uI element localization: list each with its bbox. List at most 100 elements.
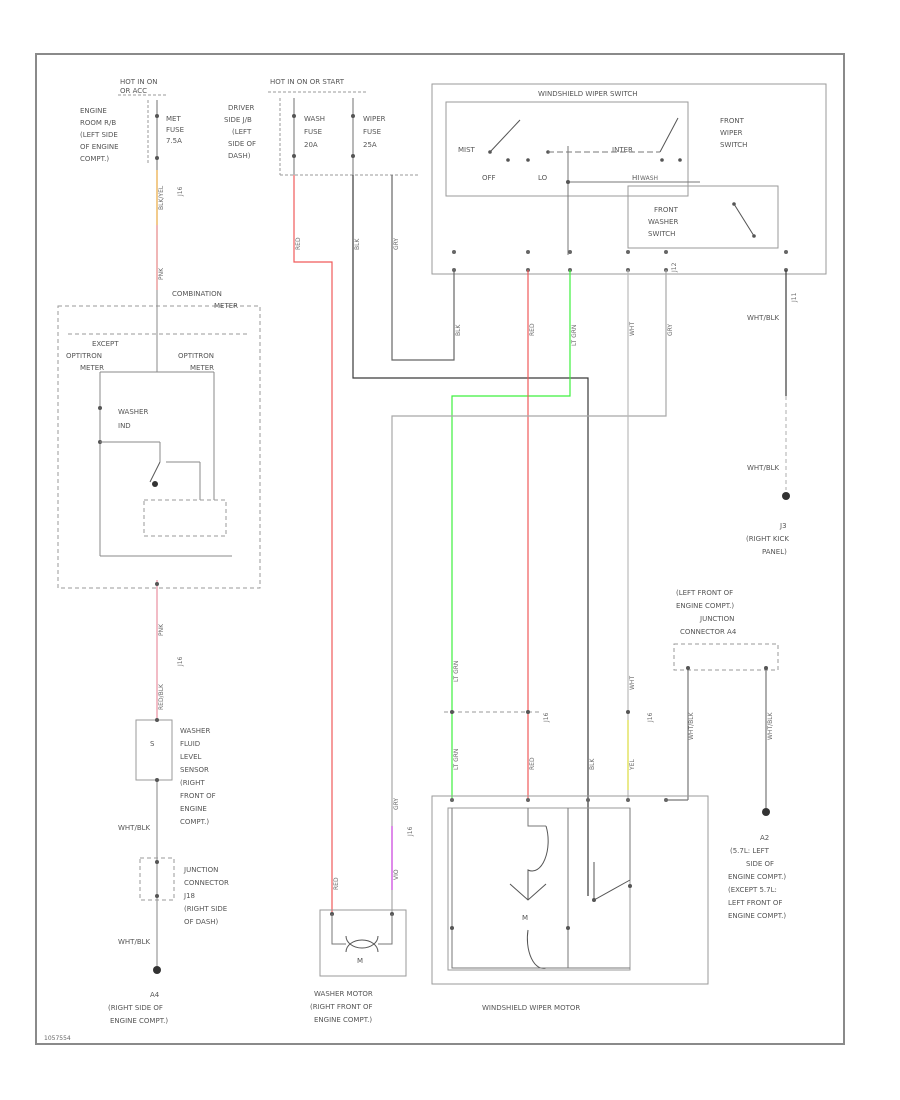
svg-text:MIST: MIST bbox=[458, 146, 476, 154]
svg-text:M: M bbox=[522, 914, 528, 922]
svg-text:COMBINATION: COMBINATION bbox=[172, 290, 222, 298]
power-hot-acc: HOT IN ON OR ACC bbox=[118, 78, 168, 96]
svg-text:FRONT: FRONT bbox=[654, 206, 679, 214]
svg-text:J3: J3 bbox=[779, 522, 787, 530]
wiper-fuse: WIPER FUSE 25A bbox=[351, 98, 386, 175]
svg-text:OPTITRON: OPTITRON bbox=[178, 352, 214, 360]
svg-text:(EXCEPT 5.7L:: (EXCEPT 5.7L: bbox=[728, 886, 777, 894]
svg-text:BLK: BLK bbox=[354, 238, 361, 250]
met-fuse: MET FUSE 7.5A bbox=[155, 100, 184, 170]
hot-acc-label-1: HOT IN ON bbox=[120, 78, 158, 86]
svg-text:WIPER: WIPER bbox=[720, 129, 743, 137]
svg-text:(5.7L: LEFT: (5.7L: LEFT bbox=[730, 847, 770, 855]
svg-text:EXCEPT: EXCEPT bbox=[92, 340, 119, 348]
svg-text:RED: RED bbox=[529, 757, 536, 770]
svg-text:(RIGHT: (RIGHT bbox=[180, 779, 205, 787]
svg-text:YEL: YEL bbox=[629, 759, 636, 771]
svg-text:PANEL): PANEL) bbox=[762, 548, 787, 556]
svg-text:METER: METER bbox=[80, 364, 104, 372]
svg-text:25A: 25A bbox=[363, 141, 377, 149]
svg-text:J16: J16 bbox=[177, 186, 184, 197]
wire-green-lo bbox=[451, 270, 571, 802]
svg-text:LT GRN: LT GRN bbox=[571, 325, 578, 346]
wire-gray-washer bbox=[391, 270, 667, 912]
svg-text:(LEFT: (LEFT bbox=[232, 128, 252, 136]
svg-text:ENGINE COMPT.): ENGINE COMPT.) bbox=[110, 1017, 168, 1025]
svg-text:RED: RED bbox=[333, 877, 340, 890]
svg-text:M: M bbox=[357, 957, 363, 965]
svg-text:LEVEL: LEVEL bbox=[180, 753, 202, 761]
ground-j3-label: J3 (RIGHT KICK PANEL) bbox=[746, 522, 789, 556]
svg-text:S: S bbox=[150, 740, 155, 748]
wire-black-wiper bbox=[352, 175, 589, 896]
svg-text:WHT: WHT bbox=[629, 676, 636, 690]
svg-text:INTER: INTER bbox=[612, 146, 633, 154]
svg-text:WHT/BLK: WHT/BLK bbox=[747, 464, 780, 472]
ground-a2-label: A2 (5.7L: LEFT SIDE OF ENGINE COMPT.) (E… bbox=[728, 834, 786, 920]
svg-text:(RIGHT KICK: (RIGHT KICK bbox=[746, 535, 789, 543]
svg-text:(LEFT SIDE: (LEFT SIDE bbox=[80, 131, 118, 139]
svg-text:J16: J16 bbox=[543, 712, 550, 723]
svg-text:WASHER: WASHER bbox=[180, 727, 210, 735]
hot-start-label: HOT IN ON OR START bbox=[270, 78, 345, 86]
svg-text:METER: METER bbox=[190, 364, 214, 372]
svg-text:GRY: GRY bbox=[393, 798, 400, 810]
svg-text:JUNCTION: JUNCTION bbox=[183, 866, 218, 874]
svg-text:(RIGHT FRONT OF: (RIGHT FRONT OF bbox=[310, 1003, 373, 1011]
svg-text:BLK: BLK bbox=[455, 324, 462, 336]
driver-jb-label: DRIVER SIDE J/B (LEFT SIDE OF DASH) bbox=[224, 104, 256, 160]
svg-text:SWITCH: SWITCH bbox=[720, 141, 747, 149]
svg-text:PNK: PNK bbox=[158, 623, 165, 636]
conn-j11: J11 bbox=[791, 292, 798, 303]
connector-labels: J16 J16 J16 J16 J16 bbox=[177, 186, 654, 837]
svg-text:J16: J16 bbox=[177, 656, 184, 667]
power-hot-start: HOT IN ON OR START bbox=[268, 78, 368, 93]
svg-text:(RIGHT SIDE OF: (RIGHT SIDE OF bbox=[108, 1004, 163, 1012]
svg-text:WASH: WASH bbox=[304, 115, 325, 123]
svg-text:ENGINE COMPT.): ENGINE COMPT.) bbox=[728, 912, 786, 920]
svg-text:WASHER: WASHER bbox=[648, 218, 678, 226]
svg-text:FUSE: FUSE bbox=[304, 128, 322, 136]
wash-fuse: WASH FUSE 20A bbox=[292, 98, 325, 175]
svg-text:WHT: WHT bbox=[629, 322, 636, 336]
junction-connector-j18: JUNCTION CONNECTOR J18 (RIGHT SIDE OF DA… bbox=[139, 857, 229, 926]
svg-text:ENGINE COMPT.): ENGINE COMPT.) bbox=[728, 873, 786, 881]
diagram-border bbox=[35, 53, 845, 1045]
svg-text:DRIVER: DRIVER bbox=[228, 104, 255, 112]
svg-text:DASH): DASH) bbox=[228, 152, 251, 160]
ground-a4-icon bbox=[153, 966, 161, 974]
svg-text:WASHER: WASHER bbox=[118, 408, 148, 416]
svg-text:VIO: VIO bbox=[393, 869, 400, 880]
svg-text:ROOM R/B: ROOM R/B bbox=[80, 119, 116, 127]
svg-text:SIDE J/B: SIDE J/B bbox=[224, 116, 252, 124]
svg-text:WINDSHIELD WIPER MOTOR: WINDSHIELD WIPER MOTOR bbox=[482, 1004, 580, 1012]
svg-text:ENGINE COMPT.): ENGINE COMPT.) bbox=[314, 1016, 372, 1024]
svg-text:A4: A4 bbox=[150, 991, 160, 999]
svg-text:SENSOR: SENSOR bbox=[180, 766, 209, 774]
windshield-wiper-motor: M WINDSHIELD WIPER MOTOR bbox=[431, 710, 709, 1012]
wire-gray-wiper-b bbox=[391, 175, 455, 361]
svg-text:WIPER: WIPER bbox=[363, 115, 386, 123]
svg-text:A2: A2 bbox=[760, 834, 769, 842]
svg-text:SIDE OF: SIDE OF bbox=[746, 860, 774, 868]
combination-meter: COMBINATION METER EXCEPT OPTITRON METER … bbox=[57, 290, 261, 589]
engine-room-rb-label: ENGINE ROOM R/B (LEFT SIDE OF ENGINE COM… bbox=[80, 100, 149, 165]
met-fuse-label-3: 7.5A bbox=[166, 137, 182, 145]
svg-text:J16: J16 bbox=[647, 712, 654, 723]
svg-text:LT GRN: LT GRN bbox=[453, 749, 460, 770]
wire-labels: RED BLK GRY BLK RED LT GRN WHT GRY BLK/Y… bbox=[118, 185, 780, 946]
met-fuse-label-2: FUSE bbox=[166, 126, 184, 134]
svg-text:FUSE: FUSE bbox=[363, 128, 381, 136]
svg-text:LO: LO bbox=[538, 174, 548, 182]
svg-text:CONNECTOR: CONNECTOR bbox=[184, 879, 229, 887]
svg-text:WHT/BLK: WHT/BLK bbox=[767, 711, 774, 740]
footer-code: 1057554 bbox=[44, 1035, 71, 1042]
svg-text:J16: J16 bbox=[407, 826, 414, 837]
wire-red-wash bbox=[293, 175, 333, 912]
ground-j3-icon bbox=[782, 492, 790, 500]
svg-text:ENGINE COMPT.): ENGINE COMPT.) bbox=[676, 602, 734, 610]
svg-text:CONNECTOR A4: CONNECTOR A4 bbox=[680, 628, 737, 636]
svg-text:OF ENGINE: OF ENGINE bbox=[80, 143, 119, 151]
svg-text:OFF: OFF bbox=[482, 174, 496, 182]
windshield-wiper-switch: WINDSHIELD WIPER SWITCH MIST OFF LO HI I… bbox=[431, 83, 827, 275]
